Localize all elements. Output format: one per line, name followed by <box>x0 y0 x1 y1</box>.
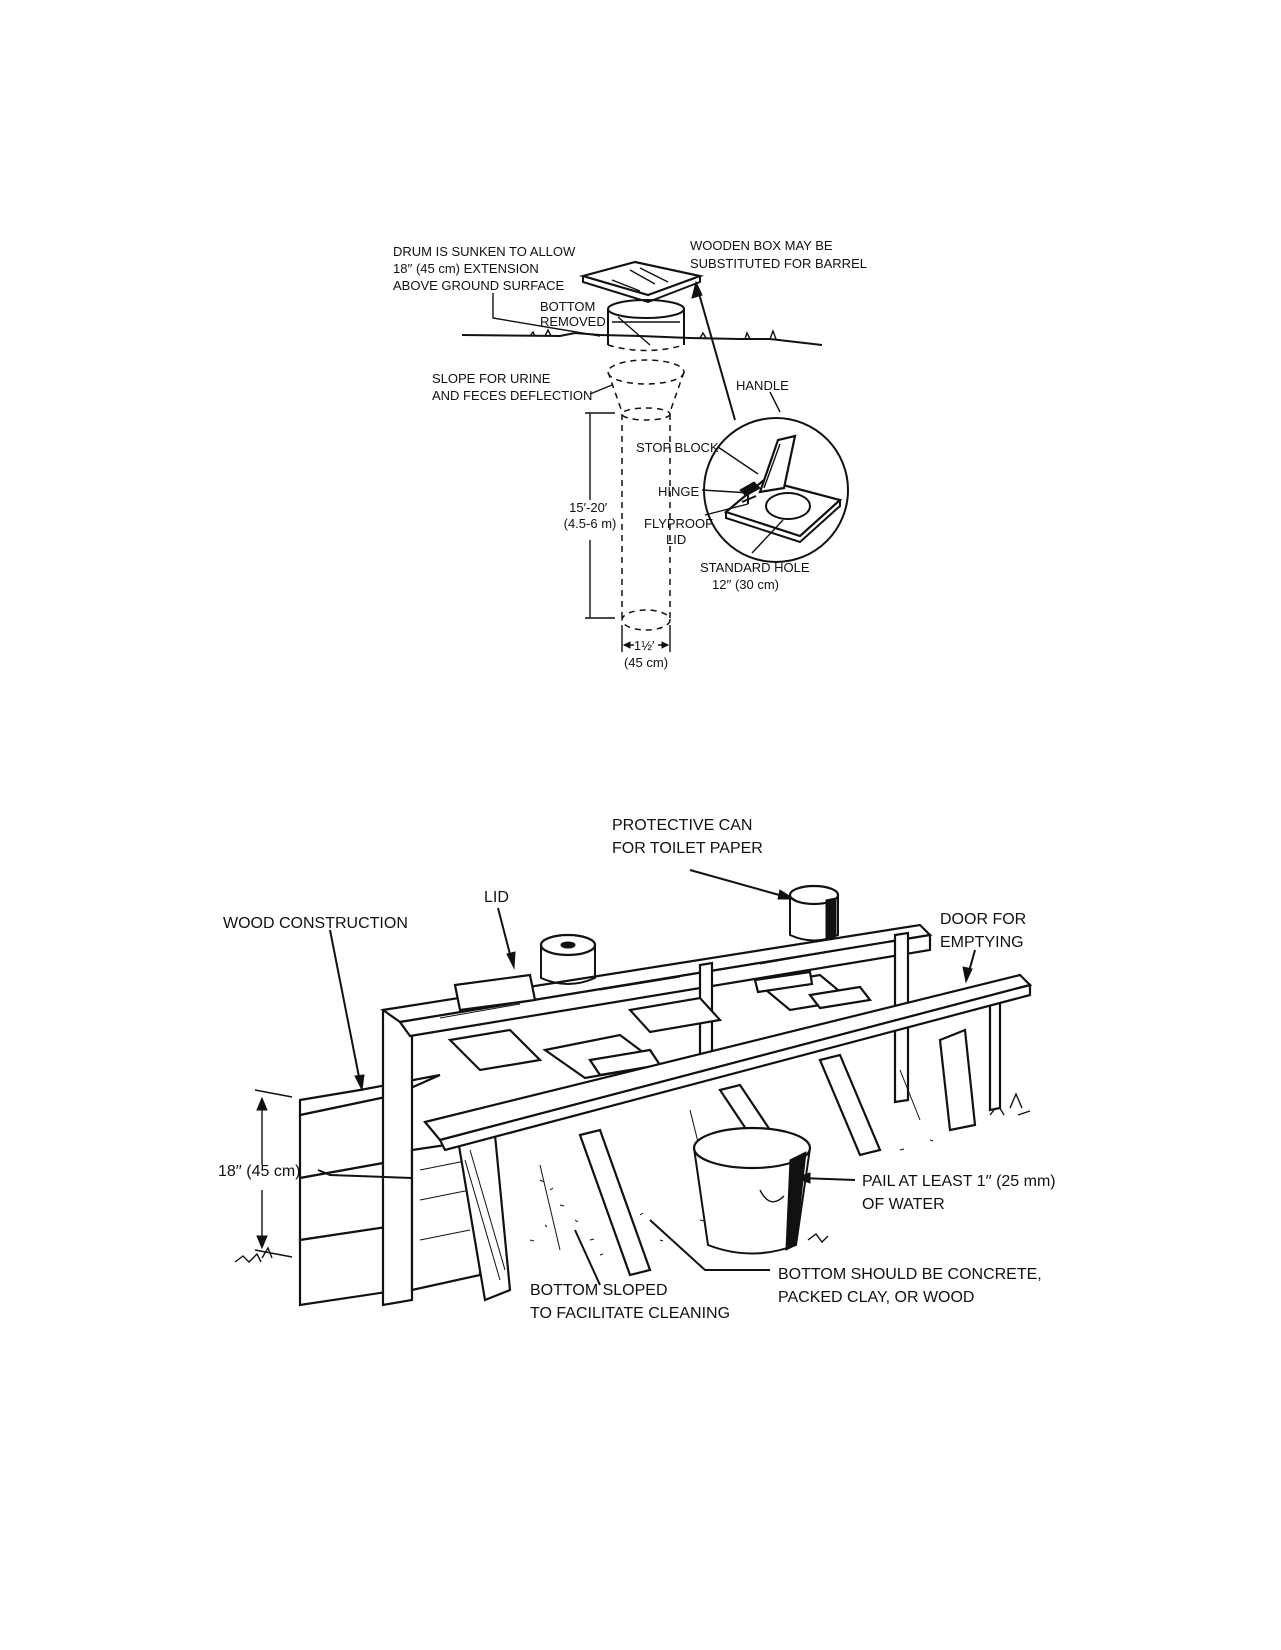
depth-dimension <box>585 412 615 619</box>
label-pail: PAIL AT LEAST 1′′ (25 mm) OF WATER <box>862 1173 1060 1213</box>
label-door: DOOR FOR EMPTYING <box>940 911 1031 951</box>
detail-pointer-line <box>697 289 736 421</box>
barrel <box>607 299 685 631</box>
seats <box>447 970 872 1080</box>
detail-pointer-arrow <box>691 280 703 299</box>
label-height: 18′′ (45 cm) <box>218 1163 300 1180</box>
height-dimension <box>254 1089 293 1258</box>
label-wood-construction: WOOD CONSTRUCTION <box>223 915 408 932</box>
braces <box>539 1028 977 1277</box>
protective-can <box>788 884 840 942</box>
label-standard-hole: STANDARD HOLE 12′′ (30 cm) <box>700 560 813 592</box>
front-frame <box>381 1004 512 1307</box>
label-handle: HANDLE <box>736 378 789 393</box>
label-drum-sunken: DRUM IS SUNKEN TO ALLOW 18′′ (45 cm) EXT… <box>393 244 579 293</box>
leader-lines <box>317 869 976 1286</box>
width-label: 1½′ (45 cm) <box>624 638 668 670</box>
barrel-top-board <box>578 260 704 304</box>
label-protective-can: PROTECTIVE CAN FOR TOILET PAPER <box>612 817 763 857</box>
door-for-emptying <box>423 973 1033 1152</box>
ground-line <box>461 331 823 346</box>
bottom-figure: PROTECTIVE CAN FOR TOILET PAPER LID WOOD… <box>218 817 1060 1322</box>
label-bottom-removed: BOTTOM REMOVED <box>540 299 606 329</box>
label-bottom-should-be: BOTTOM SHOULD BE CONCRETE, PACKED CLAY, … <box>778 1266 1046 1306</box>
top-figure: 15′-20′ (4.5-6 m) 1½′ (45 cm) <box>393 238 867 670</box>
ground-grass <box>529 328 777 340</box>
toilet-paper-roll <box>539 933 597 985</box>
width-dimension <box>621 625 671 652</box>
label-hinge: HINGE <box>658 484 700 499</box>
label-stop-block: STOP BLOCK <box>636 440 719 455</box>
label-bottom-sloped: BOTTOM SLOPED TO FACILITATE CLEANING <box>530 1282 730 1322</box>
depth-label: 15′-20′ (4.5-6 m) <box>564 500 617 531</box>
label-slope: SLOPE FOR URINE AND FECES DEFLECTION <box>432 371 592 403</box>
label-flyproof-lid: FLYPROOF LID <box>644 516 717 547</box>
lid-detail-circle <box>703 417 849 563</box>
label-wooden-box: WOODEN BOX MAY BE SUBSTITUTED FOR BARREL <box>690 238 867 271</box>
label-lid: LID <box>484 889 509 906</box>
pail <box>692 1126 812 1255</box>
